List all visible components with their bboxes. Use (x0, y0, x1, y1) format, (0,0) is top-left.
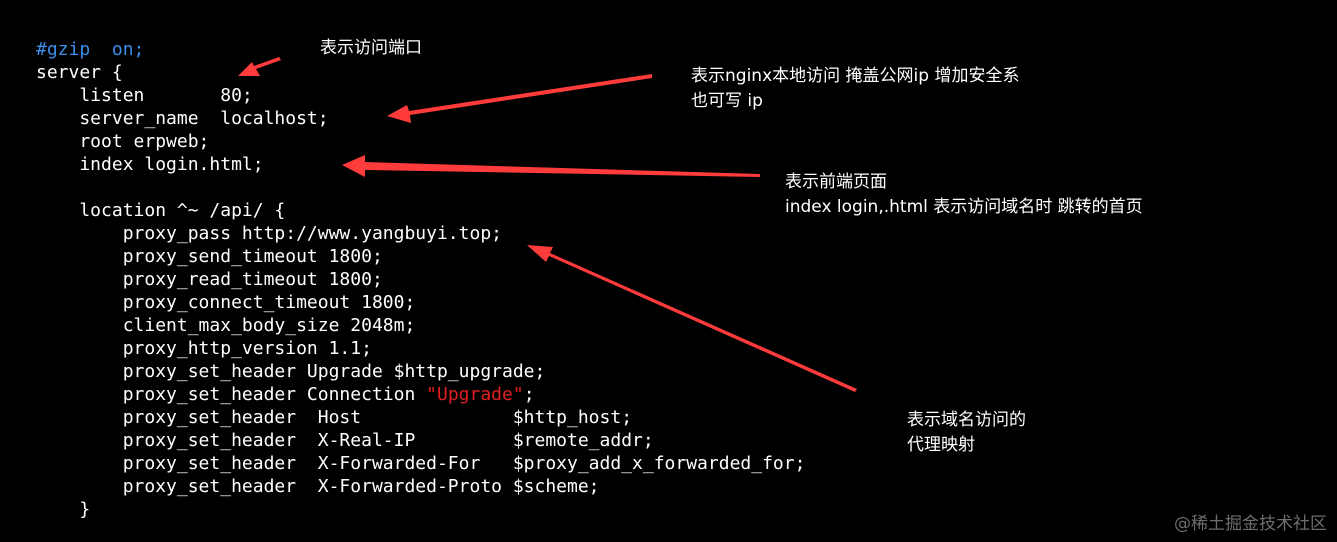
code-token: location ^~ /api/ { (36, 200, 286, 221)
code-line: proxy_connect_timeout 1800; (36, 291, 805, 314)
code-line: listen 80; (36, 84, 805, 107)
code-line: index login.html; (36, 153, 805, 176)
code-token: proxy_set_header Upgrade $http_upgrade; (36, 361, 546, 382)
annotation-server-name: 表示nginx本地访问 掩盖公网ip 增加安全系 也可写 ip (691, 64, 1019, 114)
code-line: proxy_http_version 1.1; (36, 337, 805, 360)
annotation-index-page: 表示前端页面 index login,.html 表示访问域名时 跳转的首页 (785, 170, 1143, 220)
code-string-token: "Upgrade" (426, 384, 524, 405)
annotation-index-page-line-1: 表示前端页面 (785, 172, 887, 192)
code-line: server_name localhost; (36, 107, 805, 130)
code-token: proxy_set_header Host $http_host; (36, 407, 633, 428)
code-line: proxy_set_header X-Real-IP $remote_addr; (36, 429, 805, 452)
code-line: client_max_body_size 2048m; (36, 314, 805, 337)
code-comment-token: #gzip on; (36, 39, 145, 60)
arrow-to-proxy-pass (527, 245, 857, 392)
code-token: client_max_body_size 2048m; (36, 315, 416, 336)
code-line: proxy_set_header Connection "Upgrade"; (36, 383, 805, 406)
annotation-index-page-line-2: index login,.html 表示访问域名时 跳转的首页 (785, 197, 1143, 217)
annotation-proxy-line-1: 表示域名访问的 (907, 410, 1026, 430)
code-token: proxy_set_header Connection (36, 384, 427, 405)
code-line: } (36, 498, 805, 521)
code-line: server { (36, 61, 805, 84)
code-token: listen 80; (36, 85, 253, 106)
annotation-proxy: 表示域名访问的 代理映射 (907, 408, 1026, 458)
nginx-config-code: #gzip on;server { listen 80; server_name… (36, 38, 805, 521)
code-token: index login.html; (36, 154, 264, 175)
code-line: proxy_send_timeout 1800; (36, 245, 805, 268)
arrow-to-server-name (387, 74, 652, 123)
code-line: location ^~ /api/ { (36, 199, 805, 222)
code-token: server { (36, 62, 123, 83)
code-line: proxy_read_timeout 1800; (36, 268, 805, 291)
code-token: server_name localhost; (36, 108, 329, 129)
annotation-port: 表示访问端口 (320, 36, 422, 61)
watermark: @稀土掘金技术社区 (1174, 514, 1327, 534)
annotation-server-name-line-1: 表示nginx本地访问 掩盖公网ip 增加安全系 (691, 66, 1020, 86)
code-line: proxy_set_header Host $http_host; (36, 406, 805, 429)
code-token: proxy_set_header X-Forwarded-For $proxy_… (36, 453, 806, 474)
code-line: proxy_set_header X-Forwarded-For $proxy_… (36, 452, 806, 475)
code-token: proxy_set_header X-Forwarded-Proto $sche… (36, 476, 600, 497)
code-line: proxy_set_header Upgrade $http_upgrade; (36, 360, 805, 383)
code-token: } (36, 499, 91, 520)
code-line: proxy_pass http://www.yangbuyi.top; (36, 222, 805, 245)
annotation-port-line-1: 表示访问端口 (320, 38, 422, 58)
code-line: proxy_set_header X-Forwarded-Proto $sche… (36, 475, 805, 498)
code-line: root erpweb; (36, 130, 805, 153)
annotation-proxy-line-2: 代理映射 (907, 435, 975, 455)
arrow-to-listen-port (238, 57, 281, 76)
code-token: proxy_http_version 1.1; (36, 338, 372, 359)
code-token: proxy_read_timeout 1800; (36, 269, 383, 290)
arrow-to-index-page (342, 155, 760, 177)
code-token: root erpweb; (36, 131, 210, 152)
code-token: proxy_connect_timeout 1800; (36, 292, 416, 313)
code-token: proxy_pass http://www.yangbuyi.top; (36, 223, 502, 244)
code-token: proxy_send_timeout 1800; (36, 246, 383, 267)
code-token: ; (523, 384, 535, 405)
code-token: proxy_set_header X-Real-IP $remote_addr; (36, 430, 654, 451)
annotation-server-name-line-2: 也可写 ip (691, 91, 763, 111)
code-line: #gzip on; (36, 38, 805, 61)
